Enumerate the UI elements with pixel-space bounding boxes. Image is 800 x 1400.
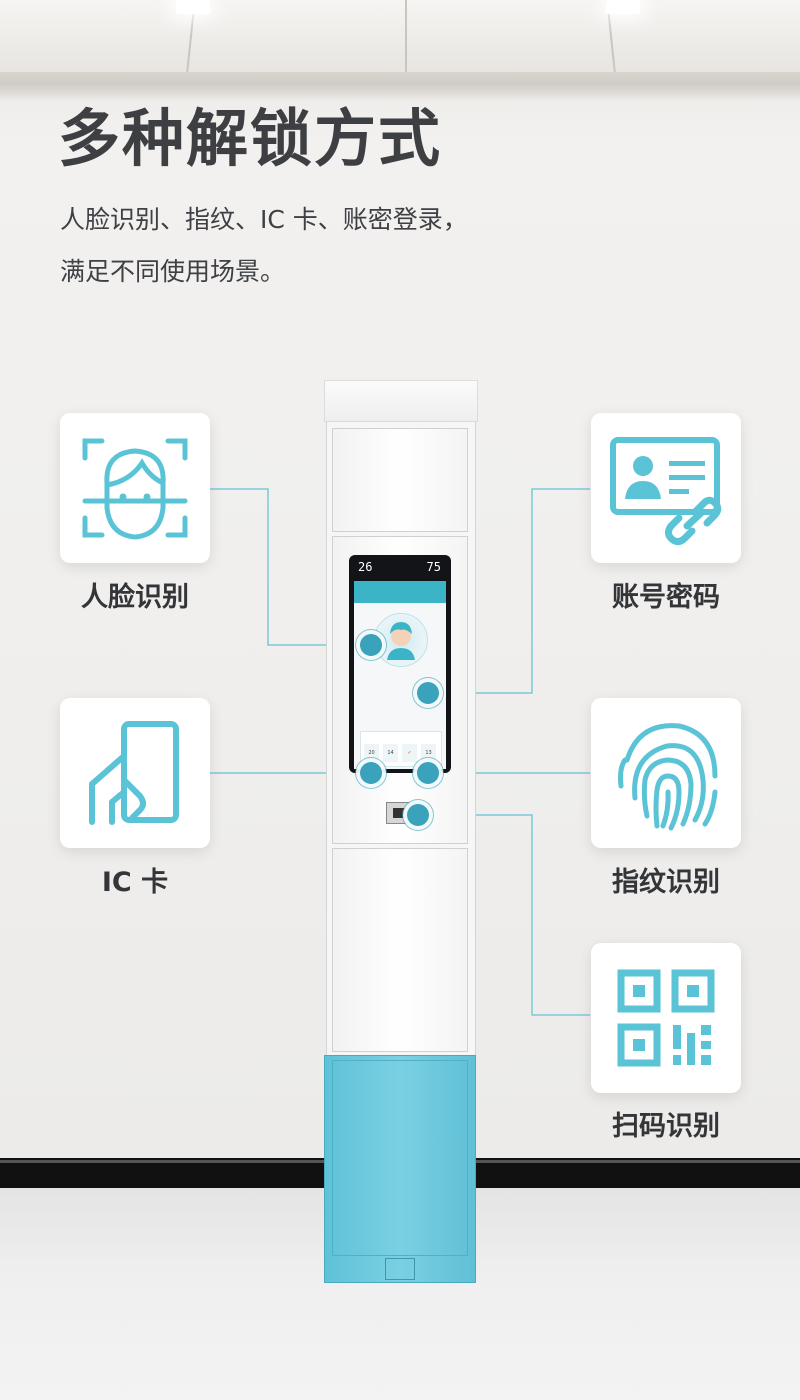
feature-label-ic: IC 卡	[101, 867, 169, 898]
screen-app[interactable]: 20 14 ✓ 13	[354, 581, 446, 769]
feature-card-face	[60, 413, 210, 563]
calendar-panel: 20 14 ✓ 13	[360, 731, 442, 767]
page-title: 多种解锁方式	[58, 102, 443, 175]
id-card-link-icon	[610, 437, 722, 546]
feature-label-face: 人脸识别	[81, 582, 189, 613]
hotspot-ic-card[interactable]	[360, 762, 382, 784]
calendar-day: ✓	[402, 744, 417, 762]
ceiling-light	[176, 0, 210, 14]
ceiling-light	[606, 0, 640, 14]
face-scan-area	[374, 613, 428, 667]
calendar-day: 14	[383, 744, 398, 762]
feature-card-account	[591, 413, 741, 563]
avatar	[387, 622, 415, 660]
hotspot-account[interactable]	[417, 682, 439, 704]
screen-left-number: 26	[358, 560, 373, 574]
description-line-1: 人脸识别、指纹、IC 卡、账密登录，	[60, 205, 468, 234]
ceiling	[0, 0, 800, 80]
kiosk-door-lower	[332, 848, 468, 1052]
ceiling-seam	[405, 0, 407, 72]
kiosk-base	[324, 1055, 476, 1283]
ceiling-beam	[0, 72, 800, 102]
feature-label-fingerprint: 指纹识别	[612, 867, 720, 898]
ic-card-hand-icon	[89, 721, 179, 825]
hotspot-face[interactable]	[360, 634, 382, 656]
screen-status-bar: 26 75	[349, 555, 451, 579]
hotspot-fingerprint[interactable]	[417, 762, 439, 784]
fingerprint-icon	[618, 723, 718, 831]
calendar-day: 20	[364, 744, 379, 762]
qr-code-icon	[617, 969, 715, 1067]
kiosk-screen: 26 75 20 14 ✓ 13	[349, 555, 451, 773]
feature-card-ic	[60, 698, 210, 848]
hotspot-qr[interactable]	[407, 804, 429, 826]
feature-card-qr	[591, 943, 741, 1093]
feature-card-fingerprint	[591, 698, 741, 848]
card-reader-chip	[393, 808, 405, 818]
kiosk-cap	[324, 380, 478, 422]
face-scan-icon	[82, 438, 188, 540]
feature-label-account: 账号密码	[612, 582, 720, 613]
calendar-day: 13	[421, 744, 436, 762]
app-header	[354, 581, 446, 603]
description-line-2: 满足不同使用场景。	[60, 257, 286, 286]
kiosk-door-top	[332, 428, 468, 532]
kiosk-base-panel	[332, 1060, 468, 1256]
screen-right-number: 75	[426, 560, 441, 574]
feature-label-qr: 扫码识别	[612, 1111, 720, 1142]
kiosk-base-foot	[385, 1258, 415, 1280]
